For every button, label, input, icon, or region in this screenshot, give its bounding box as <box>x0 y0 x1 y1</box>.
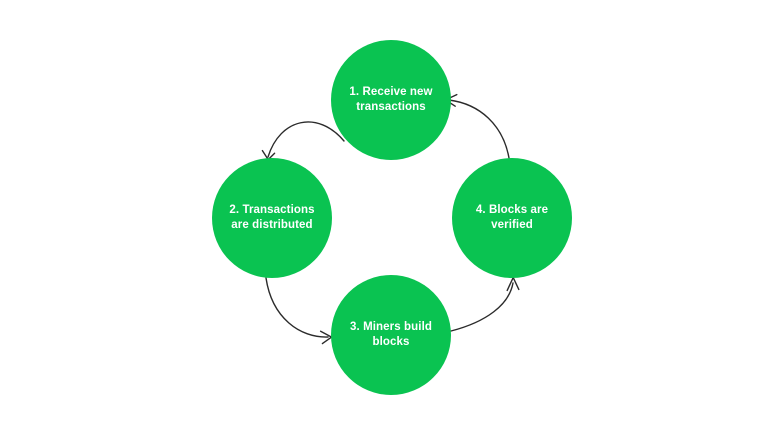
arrow-4-to-1 <box>444 93 510 159</box>
arrow-4-to-1-path <box>448 99 510 159</box>
arrow-1-to-2 <box>261 121 345 161</box>
arrow-1-to-2-path <box>267 121 345 158</box>
node-circle-4[interactable] <box>452 158 572 278</box>
node-circle-1[interactable] <box>331 40 451 160</box>
arrow-3-to-4-path <box>450 282 514 332</box>
arrow-2-to-3 <box>265 277 333 345</box>
arrow-2-to-3-path <box>265 277 329 338</box>
node-circle-2[interactable] <box>212 158 332 278</box>
arrow-3-to-4 <box>450 276 520 332</box>
node-circle-3[interactable] <box>331 275 451 395</box>
